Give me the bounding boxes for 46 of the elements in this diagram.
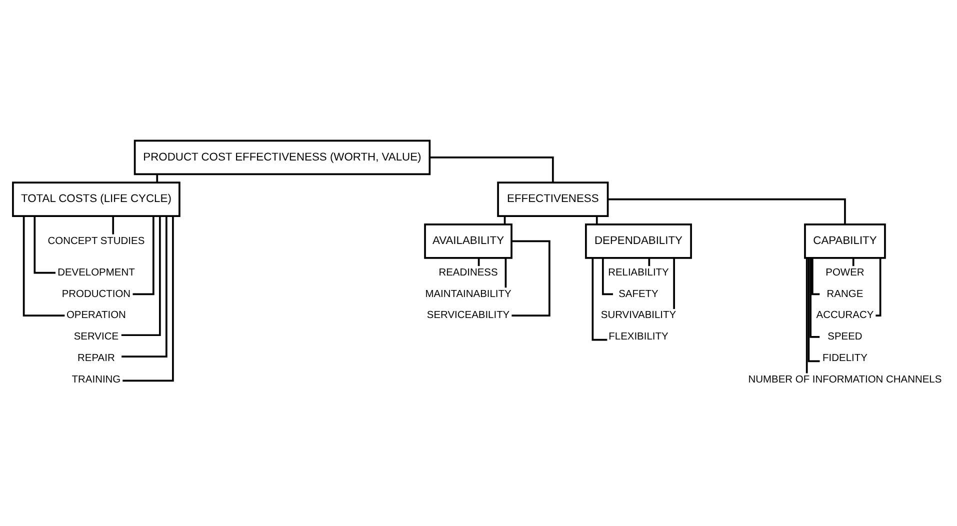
connector — [112, 216, 114, 234]
node-text: PRODUCTION — [62, 288, 131, 300]
connector — [122, 216, 168, 357]
connector — [812, 257, 820, 295]
connector — [608, 198, 846, 224]
node-box: CAPABILITY — [804, 223, 886, 258]
connector — [852, 258, 854, 266]
node-text: FLEXIBILITY — [608, 331, 668, 342]
node-text: SERVICEABILITY — [426, 310, 510, 321]
connector — [673, 258, 675, 308]
node-text: DEVELOPMENT — [58, 266, 135, 278]
node-text: POWER — [826, 266, 864, 278]
node-text: ACCURACY — [816, 310, 874, 321]
node-text: MAINTAINABILITY — [425, 288, 512, 300]
node-text: FIDELITY — [822, 352, 868, 364]
connector — [122, 216, 174, 382]
node-text: SERVICE — [74, 331, 119, 342]
node-text: SAFETY — [618, 288, 658, 300]
connector — [132, 216, 154, 295]
node-text: RANGE — [826, 288, 864, 300]
connector — [430, 156, 554, 182]
connector — [512, 240, 550, 316]
connector — [810, 258, 820, 338]
node-box: AVAILABILITY — [424, 223, 512, 258]
connector — [806, 258, 808, 373]
node-text: NUMBER OF INFORMATION CHANNELS — [748, 374, 942, 385]
node-text: RELIABILITY — [608, 266, 669, 278]
node-box: PRODUCT COST EFFECTIVENESS (WORTH, VALUE) — [134, 139, 431, 175]
node-text: READINESS — [438, 266, 498, 278]
node-box: EFFECTIVENESS — [497, 181, 609, 216]
connector — [596, 216, 598, 224]
node-box: TOTAL COSTS (LIFE CYCLE) — [12, 181, 180, 216]
connector — [602, 257, 613, 295]
node-text: SPEED — [828, 331, 862, 342]
node-text: TRAINING — [72, 374, 121, 385]
connector — [22, 216, 65, 316]
node-text: OPERATION — [66, 310, 126, 321]
connector — [504, 257, 507, 288]
connector — [34, 216, 56, 274]
connector — [808, 258, 820, 362]
node-box: DEPENDABILITY — [585, 223, 692, 258]
node-text: CONCEPT STUDIES — [48, 235, 145, 246]
connector — [156, 174, 158, 182]
node-text: SURVIVABILITY — [600, 310, 676, 321]
node-text: REPAIR — [78, 352, 115, 364]
connector — [121, 216, 161, 336]
